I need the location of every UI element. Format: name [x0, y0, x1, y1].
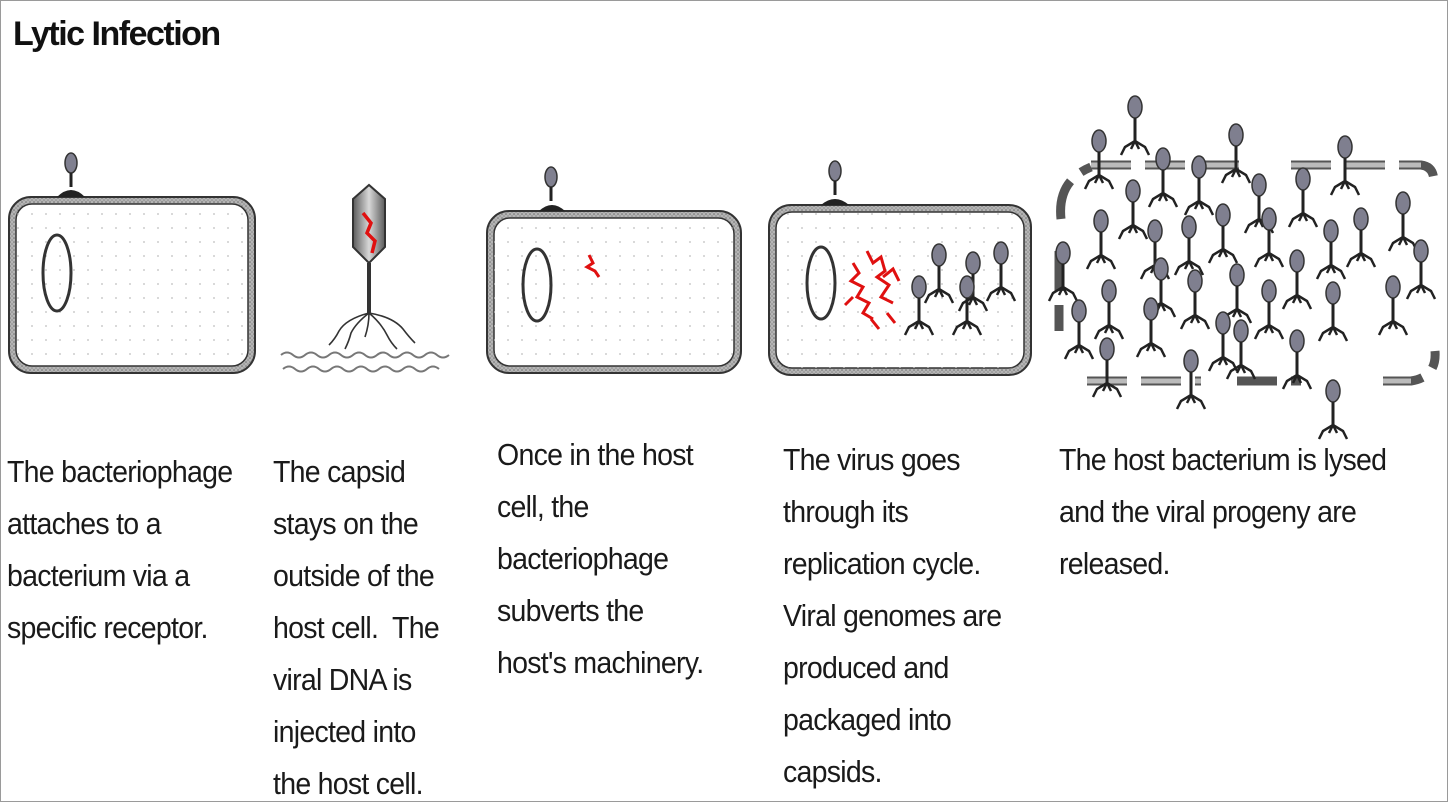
stage-5-lysis — [1049, 96, 1435, 439]
caption-line: Viral genomes are — [783, 590, 1001, 642]
caption-line: stays on the — [273, 498, 439, 550]
caption-line: through its — [783, 486, 1001, 538]
stage-1-caption: The bacteriophage attaches to a bacteriu… — [7, 446, 232, 654]
caption-line: subverts the — [497, 585, 703, 637]
caption-line: The bacteriophage — [7, 446, 232, 498]
stage-1-attachment — [9, 153, 255, 373]
caption-line: The capsid — [273, 446, 439, 498]
stage-2-injection — [281, 185, 449, 372]
stage-3-takeover — [487, 167, 741, 373]
caption-line: replication cycle. — [783, 538, 1001, 590]
caption-line: host's machinery. — [497, 637, 703, 689]
caption-line: packaged into — [783, 694, 1001, 746]
stage-5-caption: The host bacterium is lysed and the vira… — [1059, 434, 1386, 590]
stage-4-caption: The virus goes through its replication c… — [783, 434, 1001, 798]
caption-line: capsids. — [783, 746, 1001, 798]
caption-line: injected into — [273, 706, 439, 758]
caption-line: host cell. The — [273, 602, 439, 654]
caption-line: specific receptor. — [7, 602, 232, 654]
caption-line: The virus goes — [783, 434, 1001, 486]
caption-line: produced and — [783, 642, 1001, 694]
stage-2-caption: The capsid stays on the outside of the h… — [273, 446, 439, 802]
stage-3-caption: Once in the host cell, the bacteriophage… — [497, 429, 703, 689]
caption-line: released. — [1059, 538, 1386, 590]
stage-4-replication — [769, 161, 1031, 375]
caption-line: cell, the — [497, 481, 703, 533]
caption-line: outside of the — [273, 550, 439, 602]
caption-line: bacteriophage — [497, 533, 703, 585]
caption-line: bacterium via a — [7, 550, 232, 602]
caption-line: viral DNA is — [273, 654, 439, 706]
caption-line: The host bacterium is lysed — [1059, 434, 1386, 486]
caption-line: and the viral progeny are — [1059, 486, 1386, 538]
caption-line: the host cell. — [273, 758, 439, 802]
caption-line: Once in the host — [497, 429, 703, 481]
caption-line: attaches to a — [7, 498, 232, 550]
